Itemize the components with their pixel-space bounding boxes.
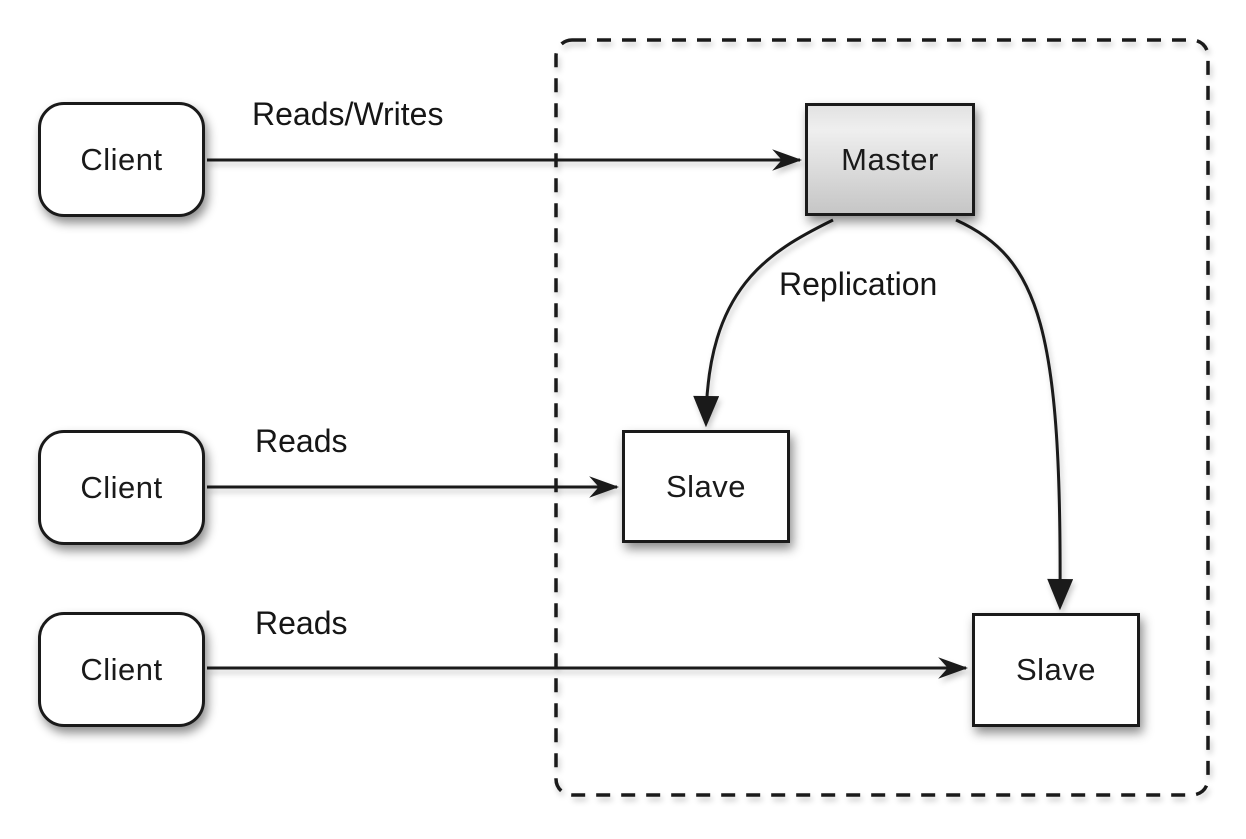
node-client-1: Client — [38, 102, 205, 217]
node-client-3-label: Client — [80, 651, 163, 687]
node-master: Master — [805, 103, 975, 216]
edge-master-slave2 — [955, 218, 1074, 611]
edge-label-replication: Replication — [779, 266, 938, 302]
replication-group-border — [554, 38, 1210, 797]
node-client-3: Client — [38, 612, 205, 727]
node-client-1-label: Client — [80, 141, 163, 177]
edge-label-reads-2: Reads — [255, 605, 348, 641]
node-slave-1-label: Slave — [665, 468, 747, 504]
node-slave-2: Slave — [972, 613, 1140, 727]
node-slave-2-label: Slave — [1015, 652, 1097, 687]
node-master-label: Master — [841, 141, 939, 177]
node-client-2-label: Client — [80, 469, 163, 505]
node-client-2: Client — [38, 430, 205, 545]
node-slave-1: Slave — [622, 430, 790, 543]
edge-label-reads-1: Reads — [255, 423, 348, 459]
edge-label-reads-writes: Reads/Writes — [252, 96, 444, 132]
edge-master-slave1 — [693, 218, 834, 428]
